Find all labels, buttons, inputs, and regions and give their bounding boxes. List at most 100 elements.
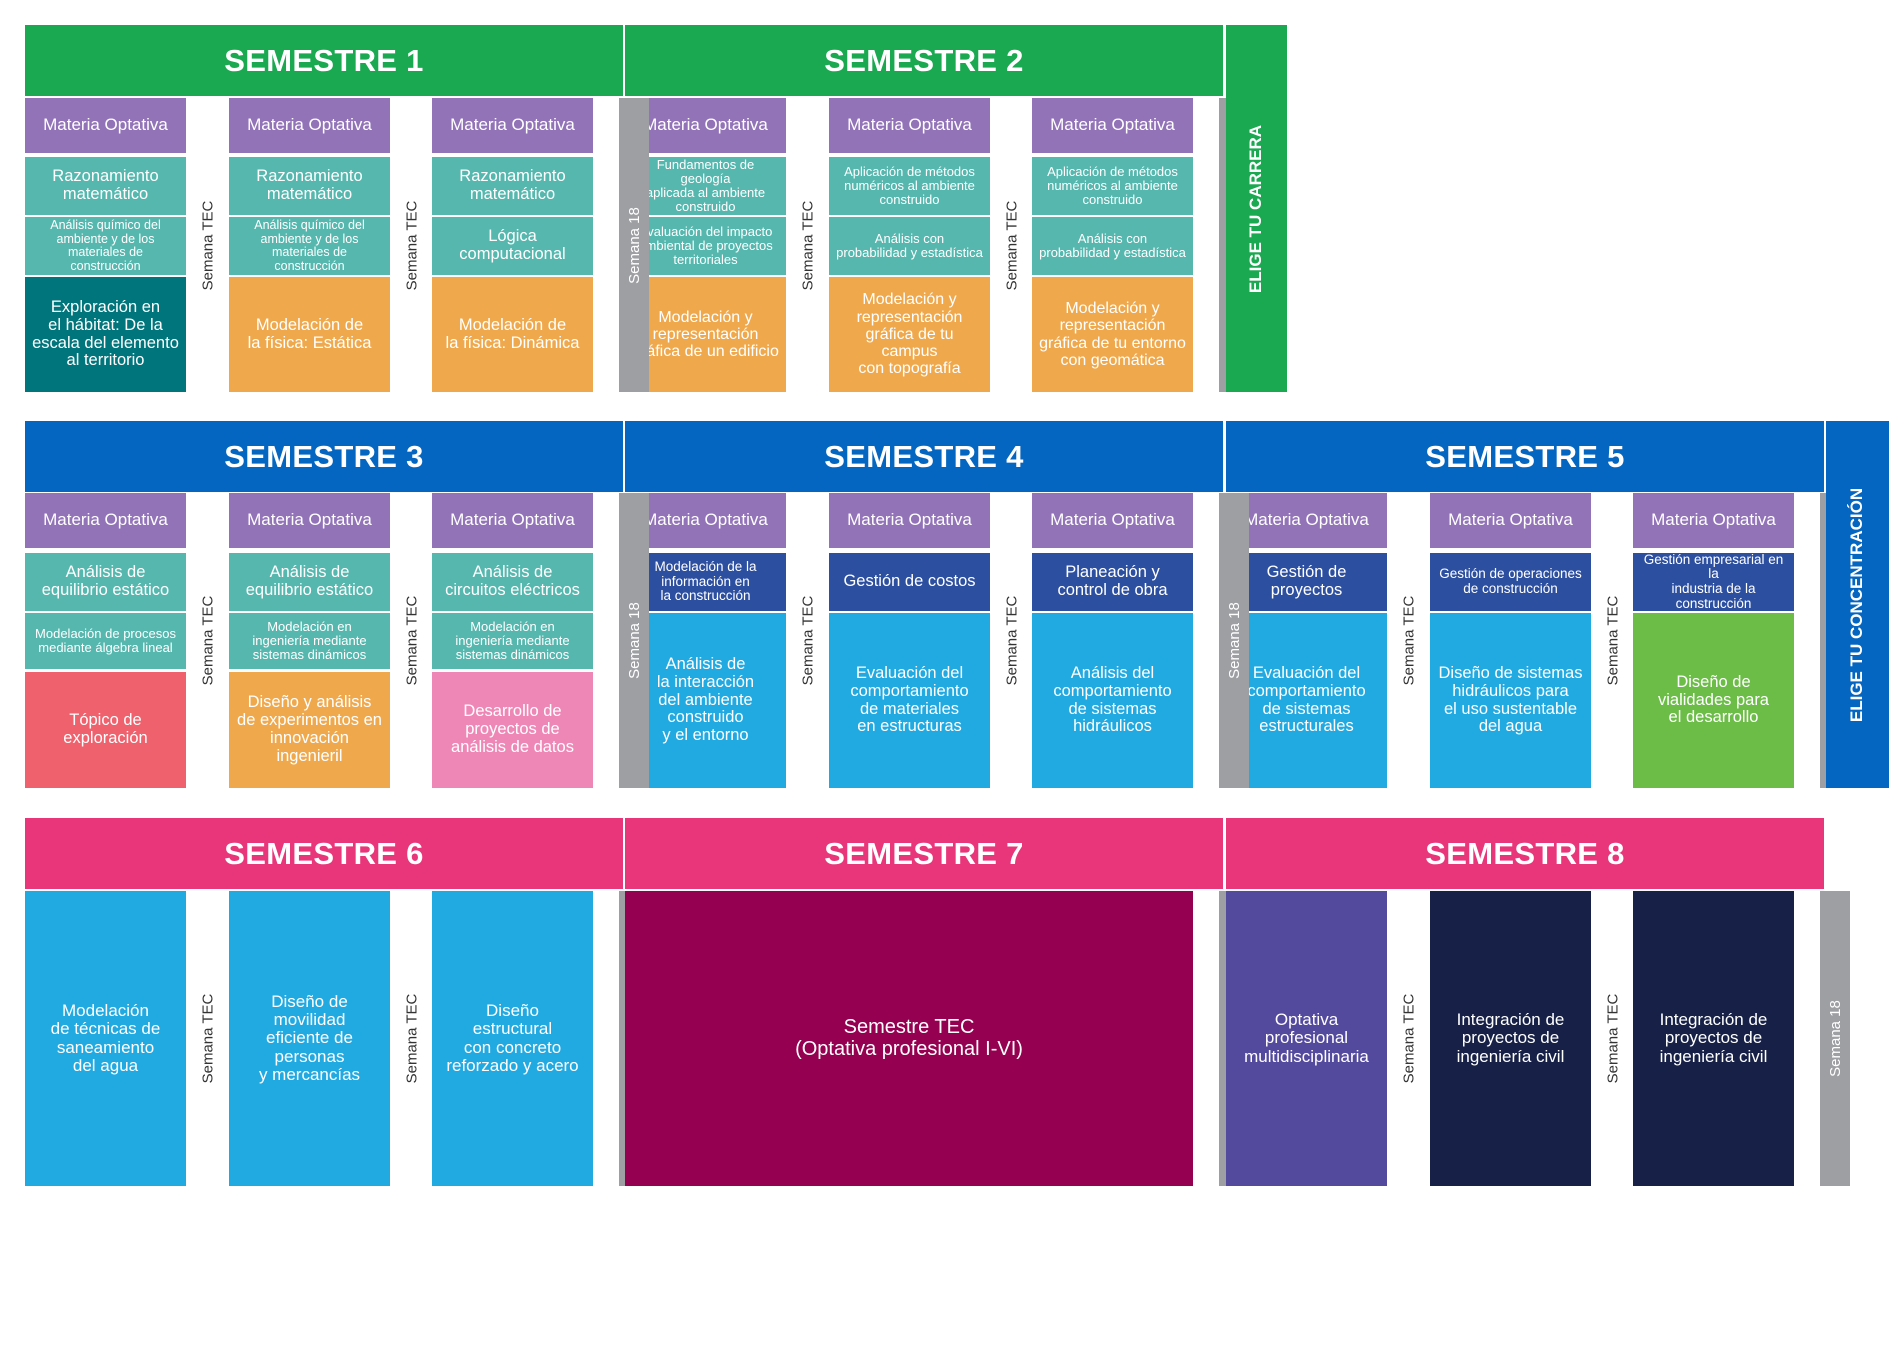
course-block: Materia Optativa [1032, 493, 1193, 548]
course-block: Diseño de vialidades para el desarrollo [1633, 613, 1794, 788]
course-block: Semestre TEC (Optativa profesional I-VI) [625, 891, 1193, 1186]
course-block: Modelación y representación gráfica de u… [625, 277, 786, 392]
course-block: Gestión empresarial en la industria de l… [1633, 553, 1794, 611]
course-block: Diseño y análisis de experimentos en inn… [229, 672, 390, 788]
week-tec-label: Semana TEC [186, 891, 229, 1186]
course-block: Materia Optativa [625, 493, 786, 548]
week-tec-label: Semana TEC [1387, 493, 1430, 788]
week-label-text: Semana TEC [799, 595, 817, 686]
week-tec-label: Semana TEC [390, 493, 433, 788]
course-block: Modelación y representación gráfica de t… [829, 277, 990, 392]
week-label-text: Semana 18 [1225, 602, 1243, 679]
week-label-text: Semana 18 [625, 602, 643, 679]
course-block: Tópico de exploración [25, 672, 186, 788]
course-block: Materia Optativa [1032, 98, 1193, 153]
course-block: Análisis de la interacción del ambiente … [625, 613, 786, 788]
course-block: Planeación y control de obra [1032, 553, 1193, 611]
week-tec-label: Semana TEC [1387, 891, 1430, 1186]
course-block: Materia Optativa [1430, 493, 1591, 548]
week-label-text: Semana TEC [1003, 595, 1021, 686]
choose-career-banner: ELIGE TU CARRERA [1226, 25, 1287, 392]
week-label-text: Semana TEC [403, 993, 421, 1084]
course-block: Razonamiento matemático [432, 157, 593, 215]
banner-text: ELIGE TU CONCENTRACIÓN [1847, 487, 1867, 722]
course-block: Análisis químico del ambiente y de los m… [229, 217, 390, 275]
semester-title: SEMESTRE 1 [25, 25, 623, 96]
week-label-text: Semana TEC [199, 595, 217, 686]
week-tec-label: Semana TEC [990, 98, 1033, 392]
course-block: Modelación de la física: Estática [229, 277, 390, 392]
course-block: Materia Optativa [25, 98, 186, 153]
course-block: Materia Optativa [229, 98, 390, 153]
course-block: Materia Optativa [829, 98, 990, 153]
course-block: Integración de proyectos de ingeniería c… [1430, 891, 1591, 1186]
course-block: Modelación de la física: Dinámica [432, 277, 593, 392]
week-label-text: Semana TEC [199, 200, 217, 290]
course-block: Modelación de técnicas de saneamiento de… [25, 891, 186, 1186]
week-label-text: Semana TEC [1604, 993, 1622, 1084]
course-block: Análisis químico del ambiente y de los m… [25, 217, 186, 275]
week-18-label: Semana 18 [1219, 493, 1249, 788]
semester-title: SEMESTRE 3 [25, 421, 623, 492]
course-block: Lógica computacional [432, 217, 593, 275]
course-block: Gestión de costos [829, 553, 990, 611]
course-block: Materia Optativa [625, 98, 786, 153]
week-tec-label: Semana TEC [186, 493, 229, 788]
week-label-text: Semana TEC [199, 993, 217, 1084]
week-label-text: Semana TEC [1604, 595, 1622, 686]
week-tec-label: Semana TEC [1591, 493, 1634, 788]
semester-title: SEMESTRE 6 [25, 818, 623, 889]
week-tec-label: Semana TEC [186, 98, 229, 392]
course-block: Materia Optativa [829, 493, 990, 548]
course-block: Análisis de circuitos eléctricos [432, 553, 593, 611]
banner-text: ELIGE TU CARRERA [1246, 124, 1266, 293]
course-block: Desarrollo de proyectos de análisis de d… [432, 672, 593, 788]
course-block: Evaluación del comportamiento de sistema… [1226, 613, 1387, 788]
week-tec-label: Semana TEC [390, 98, 433, 392]
week-label-text: Semana TEC [403, 595, 421, 686]
course-block: Materia Optativa [1226, 493, 1387, 548]
semester-title: SEMESTRE 7 [625, 818, 1223, 889]
course-block: Exploración en el hábitat: De la escala … [25, 277, 186, 392]
week-tec-label: Semana TEC [786, 98, 829, 392]
course-block: Modelación de procesos mediante álgebra … [25, 613, 186, 669]
course-block: Diseño de movilidad eficiente de persona… [229, 891, 390, 1186]
course-block: Razonamiento matemático [25, 157, 186, 215]
week-label-text: Semana TEC [799, 200, 817, 290]
week-label-text: Semana TEC [403, 200, 421, 290]
course-block: Aplicación de métodos numéricos al ambie… [1032, 157, 1193, 215]
week-label-text: Semana TEC [1003, 200, 1021, 290]
course-block: Materia Optativa [229, 493, 390, 548]
course-block: Análisis con probabilidad y estadística [1032, 217, 1193, 275]
week-label-text: Semana TEC [1400, 595, 1418, 686]
course-block: Materia Optativa [1633, 493, 1794, 548]
week-tec-label: Semana TEC [1591, 891, 1634, 1186]
course-block: Modelación y representación gráfica de t… [1032, 277, 1193, 392]
course-block: Materia Optativa [432, 493, 593, 548]
semester-title: SEMESTRE 4 [625, 421, 1223, 492]
course-block: Materia Optativa [25, 493, 186, 548]
course-block: Modelación en ingeniería mediante sistem… [432, 613, 593, 669]
week-label-text: Semana TEC [1400, 993, 1418, 1084]
week-tec-label: Semana TEC [786, 493, 829, 788]
course-block: Optativa profesional multidisciplinaria [1226, 891, 1387, 1186]
course-block: Evaluación del comportamiento de materia… [829, 613, 990, 788]
course-block: Gestión de proyectos [1226, 553, 1387, 611]
course-block: Gestión de operaciones de construcción [1430, 553, 1591, 611]
course-block: Modelación de la información en la const… [625, 553, 786, 611]
course-block: Integración de proyectos de ingeniería c… [1633, 891, 1794, 1186]
course-block: Modelación en ingeniería mediante sistem… [229, 613, 390, 669]
choose-concentration-banner: ELIGE TU CONCENTRACIÓN [1826, 421, 1889, 788]
course-block: Análisis con probabilidad y estadística [829, 217, 990, 275]
course-block: Análisis de equilibrio estático [25, 553, 186, 611]
course-block: Materia Optativa [432, 98, 593, 153]
week-tec-label: Semana TEC [390, 891, 433, 1186]
semester-title: SEMESTRE 8 [1226, 818, 1824, 889]
semester-title: SEMESTRE 2 [625, 25, 1223, 96]
course-block: Razonamiento matemático [229, 157, 390, 215]
week-tec-label: Semana TEC [990, 493, 1033, 788]
course-block: Diseño de sistemas hidráulicos para el u… [1430, 613, 1591, 788]
course-block: Diseño estructural con concreto reforzad… [432, 891, 593, 1186]
week-label-text: Semana 18 [1826, 1000, 1844, 1077]
